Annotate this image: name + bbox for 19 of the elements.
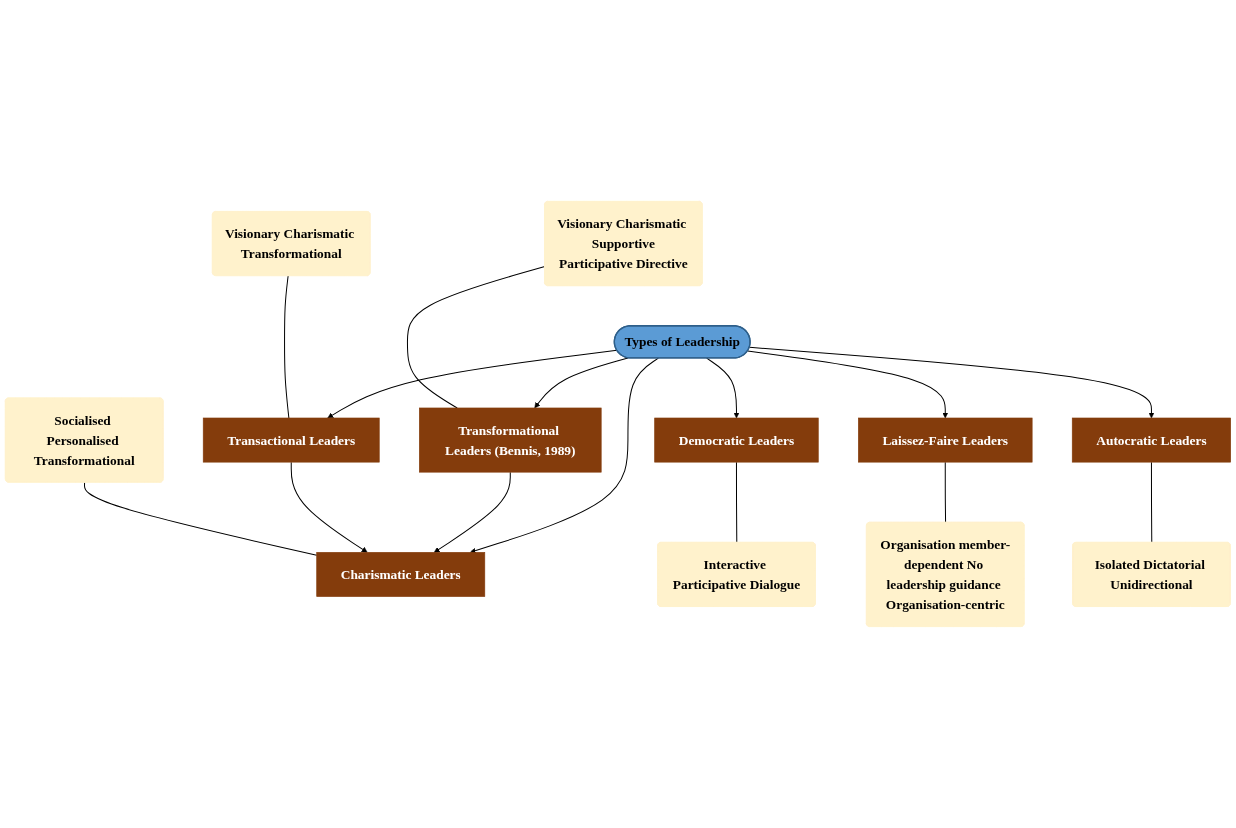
arrow — [290, 461, 368, 553]
node-box: Transactional Leaders — [202, 417, 380, 463]
arrow — [469, 357, 659, 554]
arrow — [433, 471, 511, 553]
connector — [284, 275, 290, 419]
node-box: Democratic Leaders — [654, 417, 819, 463]
arrow — [749, 346, 1155, 419]
node-box: Charismatic Leaders — [316, 552, 486, 597]
arrow — [534, 357, 629, 409]
connector — [1150, 461, 1153, 544]
connector — [944, 461, 947, 524]
node-box: Laissez-Faire Leaders — [858, 417, 1033, 463]
connector — [84, 482, 318, 556]
arrow — [706, 357, 740, 419]
node-box: Autocratic Leaders — [1071, 417, 1231, 463]
arrow — [747, 350, 949, 419]
node-box: Transformational Leaders (Bennis, 1989) — [419, 407, 602, 473]
connector — [735, 461, 738, 544]
connector — [406, 266, 546, 409]
